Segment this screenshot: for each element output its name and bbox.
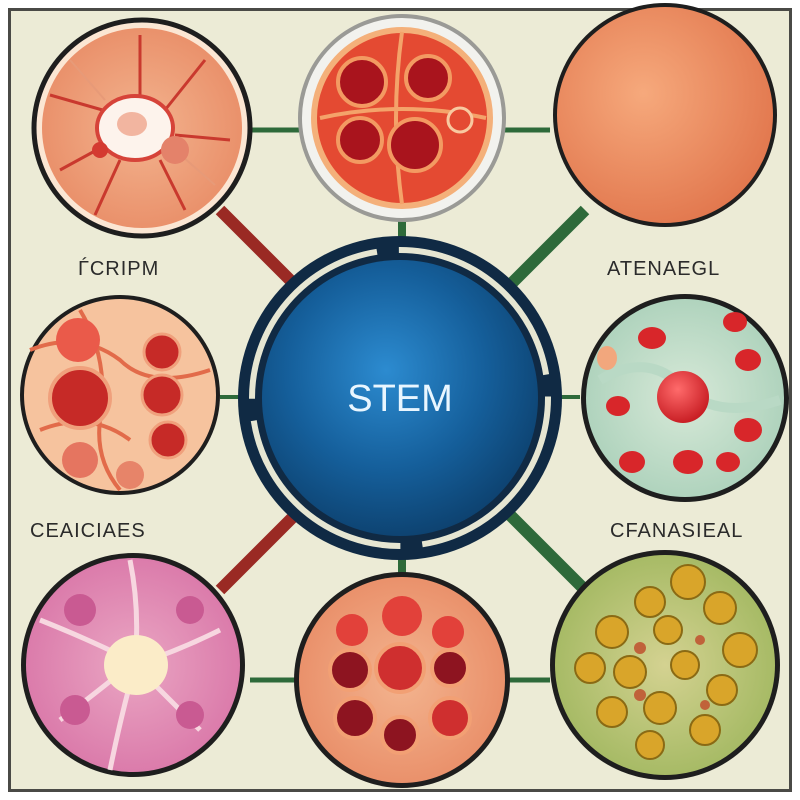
cell-middle-right (581, 294, 789, 502)
cell-bottom-left (21, 553, 245, 777)
cell-bottom-right (550, 550, 780, 780)
cell-top-right (553, 3, 777, 227)
label-top-right: ATENAEGL (607, 258, 721, 280)
label-middle-left: CEAICIAES (30, 520, 146, 542)
center-label: STEM (347, 378, 453, 420)
cell-bottom-middle (294, 572, 510, 788)
stem-cell-center (238, 236, 562, 560)
cell-top-left (31, 17, 253, 239)
label-top-left: ЃCRIPM (78, 258, 160, 280)
cell-top-middle (298, 14, 506, 222)
label-middle-right: CFANASIEAL (610, 520, 744, 542)
cell-middle-left (20, 295, 220, 495)
